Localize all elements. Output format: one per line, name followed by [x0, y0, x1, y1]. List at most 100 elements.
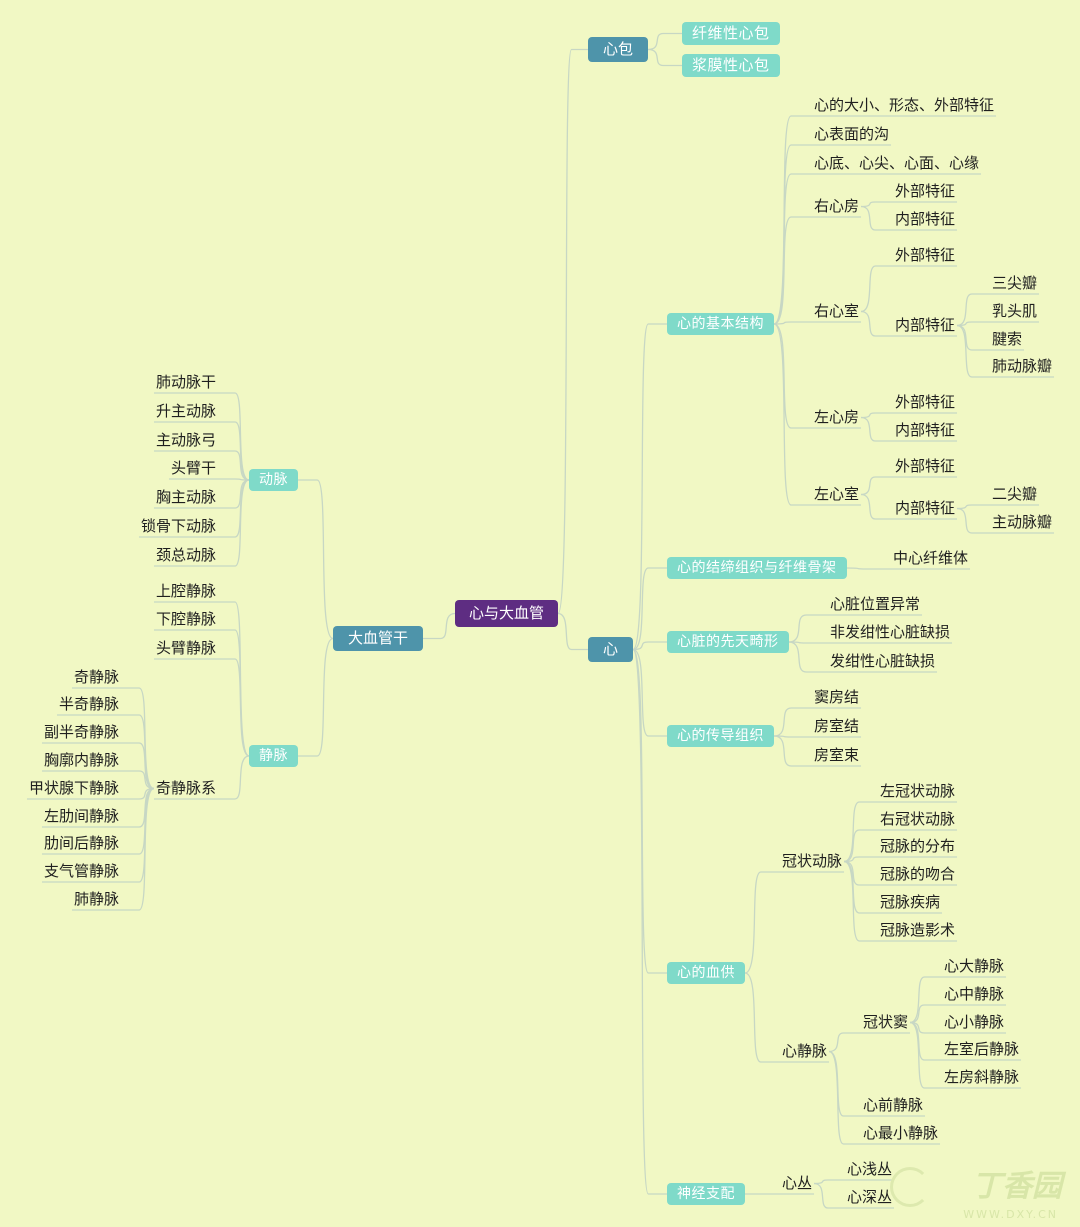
leaf-base-apex[interactable]: 心底、心尖、心面、心缘	[814, 154, 980, 172]
leaf-middle-cardiac-vein[interactable]: 心中静脉	[944, 985, 1005, 1003]
node-conduction-system[interactable]: 心的传导组织	[667, 725, 774, 747]
leaf-cyanotic-defect[interactable]: 发绀性心脏缺损	[830, 652, 936, 670]
leaf-aortic-arch[interactable]: 主动脉弓	[155, 431, 216, 449]
connector-line	[56, 714, 155, 790]
leaf-left-coronary-artery[interactable]: 左冠状动脉	[880, 782, 956, 800]
leaf-ascending-aorta[interactable]: 升主动脉	[155, 402, 216, 420]
connector-line	[956, 293, 1040, 327]
connector-line	[861, 412, 958, 419]
node-innervation[interactable]: 神经支配	[667, 1183, 745, 1205]
leaf-small-cardiac-vein[interactable]: 心小静脉	[944, 1013, 1005, 1031]
leaf-thoracic-aorta[interactable]: 胸主动脉	[155, 488, 216, 506]
leaf-hemiazygos-vein[interactable]: 半奇静脉	[58, 695, 119, 713]
leaf-right-atrium[interactable]: 右心房	[814, 197, 860, 215]
connector-line	[909, 1004, 1007, 1024]
leaf-rv-internal[interactable]: 内部特征	[895, 316, 956, 334]
leaf-ra-external[interactable]: 外部特征	[895, 182, 956, 200]
leaf-tricuspid-valve[interactable]: 三尖瓣	[992, 274, 1038, 292]
leaf-central-fibrous-body[interactable]: 中心纤维体	[893, 549, 969, 567]
leaf-brachiocephalic-vein[interactable]: 头臂静脉	[155, 639, 216, 657]
leaf-pulmonary-vein[interactable]: 肺静脉	[73, 890, 119, 908]
leaf-coronary-angiography[interactable]: 冠脉造影术	[880, 921, 956, 939]
connector-line	[153, 450, 250, 481]
leaf-azygos-system[interactable]: 奇静脉系	[155, 779, 216, 797]
watermark-brand: 丁香园	[972, 1169, 1062, 1204]
leaf-coronary-artery[interactable]: 冠状动脉	[782, 852, 843, 870]
node-arteries[interactable]: 动脉	[249, 469, 298, 491]
leaf-superior-vena-cava[interactable]: 上腔静脉	[155, 582, 216, 600]
leaf-cardiac-plexus[interactable]: 心丛	[782, 1174, 813, 1192]
leaf-pulmonary-valve[interactable]: 肺动脉瓣	[992, 357, 1053, 375]
leaf-posterior-lv-vein[interactable]: 左室后静脉	[944, 1040, 1020, 1058]
leaf-bronchial-vein[interactable]: 支气管静脉	[43, 862, 119, 880]
leaf-cardiac-veins[interactable]: 心静脉	[782, 1042, 828, 1060]
leaf-la-external[interactable]: 外部特征	[895, 393, 956, 411]
leaf-accessory-hemiazygos[interactable]: 副半奇静脉	[43, 723, 119, 741]
connector-line	[813, 1182, 895, 1209]
connector-line	[843, 801, 958, 863]
leaf-internal-thoracic-vein[interactable]: 胸廓内静脉	[43, 751, 119, 769]
leaf-inferior-vena-cava[interactable]: 下腔静脉	[155, 610, 216, 628]
connector-line	[298, 637, 334, 757]
connector-line	[828, 1050, 941, 1145]
leaf-left-ventricle[interactable]: 左心室	[814, 485, 860, 503]
leaf-left-intercostal-vein[interactable]: 左肋间静脉	[43, 807, 119, 825]
leaf-abnormal-position[interactable]: 心脏位置异常	[830, 595, 921, 613]
leaf-ra-internal[interactable]: 内部特征	[895, 210, 956, 228]
leaf-size-shape[interactable]: 心的大小、形态、外部特征	[814, 96, 995, 114]
leaf-right-coronary-artery[interactable]: 右冠状动脉	[880, 810, 956, 828]
leaf-atrioventricular-node[interactable]: 房室结	[814, 717, 860, 735]
leaf-subclavian-artery[interactable]: 锁骨下动脉	[140, 517, 216, 535]
leaf-coronary-distribution[interactable]: 冠脉的分布	[880, 837, 956, 855]
leaf-brachiocephalic-trunk[interactable]: 头臂干	[170, 459, 216, 477]
connector-line	[860, 310, 958, 337]
leaf-right-ventricle[interactable]: 右心室	[814, 302, 860, 320]
node-basic-structure[interactable]: 心的基本结构	[667, 313, 774, 335]
connector-line	[153, 479, 250, 567]
node-fibrous-pericardium[interactable]: 纤维性心包	[682, 22, 780, 45]
leaf-rv-external[interactable]: 外部特征	[895, 246, 956, 264]
leaf-sinoatrial-node[interactable]: 窦房结	[814, 688, 860, 706]
leaf-la-internal[interactable]: 内部特征	[895, 421, 956, 439]
leaf-coronary-anastomosis[interactable]: 冠脉的吻合	[880, 865, 956, 883]
connector-line	[846, 567, 971, 570]
connector-line	[957, 504, 1040, 510]
leaf-surface-grooves[interactable]: 心表面的沟	[814, 125, 890, 143]
root-node[interactable]: 心与大血管	[455, 600, 559, 627]
leaf-coronary-disease[interactable]: 冠脉疾病	[880, 893, 941, 911]
leaf-lv-external[interactable]: 外部特征	[895, 457, 956, 475]
leaf-pulmonary-trunk[interactable]: 肺动脉干	[155, 373, 216, 391]
leaf-azygos-vein[interactable]: 奇静脉	[73, 668, 119, 686]
leaf-common-carotid[interactable]: 颈总动脉	[155, 546, 216, 564]
leaf-coronary-sinus[interactable]: 冠状窦	[863, 1013, 909, 1031]
leaf-papillary-muscle[interactable]: 乳头肌	[992, 302, 1038, 320]
connector-line	[773, 323, 862, 506]
node-veins[interactable]: 静脉	[249, 745, 298, 767]
connector-line	[844, 856, 958, 863]
leaf-aortic-valve[interactable]: 主动脉瓣	[992, 513, 1053, 531]
node-heart[interactable]: 心	[588, 637, 634, 662]
leaf-smallest-cardiac-veins[interactable]: 心最小静脉	[863, 1124, 939, 1142]
leaf-acyanotic-defect[interactable]: 非发绀性心脏缺损	[830, 623, 951, 641]
node-pericardium[interactable]: 心包	[588, 37, 649, 62]
leaf-anterior-cardiac-vein[interactable]: 心前静脉	[863, 1096, 924, 1114]
node-serous-pericardium[interactable]: 浆膜性心包	[682, 54, 780, 77]
leaf-posterior-intercostal-vein[interactable]: 肋间后静脉	[43, 834, 119, 852]
leaf-chordae-tendineae[interactable]: 腱索	[992, 330, 1023, 348]
node-fibrous-skeleton[interactable]: 心的结缔组织与纤维骨架	[667, 557, 847, 579]
leaf-lv-internal[interactable]: 内部特征	[895, 499, 956, 517]
leaf-left-atrium[interactable]: 左心房	[814, 408, 860, 426]
leaf-av-bundle[interactable]: 房室束	[814, 746, 860, 764]
node-great-vessels[interactable]: 大血管干	[333, 626, 424, 651]
connector-line	[843, 860, 958, 942]
leaf-deep-plexus[interactable]: 心深丛	[847, 1188, 893, 1206]
node-congenital-malformation[interactable]: 心脏的先天畸形	[667, 631, 789, 653]
leaf-mitral-valve[interactable]: 二尖瓣	[992, 485, 1038, 503]
leaf-inferior-thyroid-vein[interactable]: 甲状腺下静脉	[28, 779, 119, 797]
leaf-superficial-plexus[interactable]: 心浅丛	[847, 1160, 893, 1178]
leaf-oblique-la-vein[interactable]: 左房斜静脉	[944, 1068, 1020, 1086]
node-blood-supply[interactable]: 心的血供	[667, 962, 745, 984]
leaf-great-cardiac-vein[interactable]: 心大静脉	[944, 957, 1005, 975]
connector-line	[773, 323, 862, 429]
